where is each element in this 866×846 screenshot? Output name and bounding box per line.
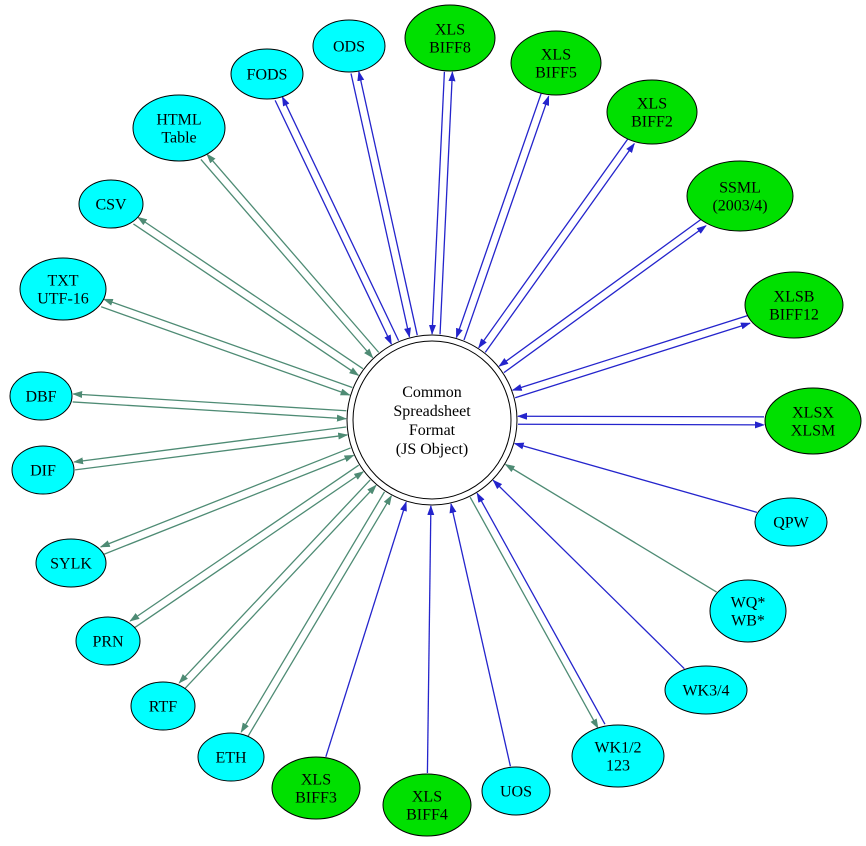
edge-read-sylk [103,454,355,555]
node-uos [481,766,551,816]
node-label-dif: DIF [30,463,56,480]
edge-read-prn [134,471,365,629]
edge-write-dbf [72,391,347,412]
edge-write-sylk [99,447,351,548]
node-txt-utf-16 [19,257,107,321]
node-csv [78,179,144,229]
node-xls-biff3 [271,756,361,820]
node-label-qpw: QPW [773,515,809,532]
node-rtf [130,681,196,731]
edge-read-html-table [200,158,374,359]
edge-write-csv [137,216,364,370]
node-qpw [754,497,828,547]
edge-read-ssml-2003-4 [498,218,702,367]
node-label-fods: FODS [247,67,288,84]
center-inner-circle [352,340,512,500]
node-wk3-4 [664,665,748,715]
node-wq-wb [709,579,787,643]
node-xls-biff4 [382,773,472,837]
edge-read-csv [133,223,360,376]
edge-write-ods [357,70,418,336]
edge-read-xlsb-biff12 [511,314,748,391]
edge-write-xls-biff2 [484,142,635,353]
node-xls-biff5 [510,30,602,96]
edge-read-xls-biff5 [455,93,542,339]
node-wk1-2-123 [571,724,665,788]
edge-write-rtf [178,479,371,684]
edge-write-ssml-2003-4 [503,225,707,374]
node-prn [75,616,141,666]
edges-layer [72,70,765,774]
node-sylk [35,538,107,588]
node-eth [197,732,265,782]
edge-write-xls-biff5 [463,95,550,341]
node-ods [312,19,386,73]
node-ssml-2003-4 [686,160,794,232]
node-fods [230,48,304,100]
edge-read-xls-biff2 [478,138,629,349]
edge-read-uos [449,502,512,767]
edge-read-xls-biff3 [325,501,407,757]
edge-read-xls-biff4 [426,504,435,774]
node-xlsx-xlsm [764,387,862,455]
edge-read-dbf [72,401,347,422]
edge-read-fods [274,100,392,345]
edge-read-rtf [184,484,377,689]
edge-write-dif [73,426,347,465]
edge-write-xlsx-xlsm [517,421,765,429]
edge-write-wk1-2-123 [469,496,599,729]
edge-write-fods [281,96,400,341]
edge-read-wk1-2-123 [476,492,606,725]
node-label-rtf: RTF [149,699,177,716]
edge-read-xlsx-xlsm [517,412,765,420]
edge-read-ods [350,73,411,338]
node-label-wq-wb: WQ*WB* [731,595,766,630]
node-label-uos: UOS [500,784,532,801]
edge-read-wk3-4 [492,479,685,670]
node-label-wk3-4: WK3/4 [682,683,729,700]
edge-write-eth [240,491,386,733]
edge-read-qpw [513,442,758,513]
edge-write-html-table [206,153,380,353]
edge-read-wq-wb [504,463,717,593]
node-html-table [132,94,226,162]
node-label-sylk: SYLK [50,556,92,573]
edge-write-prn [129,464,360,622]
edge-read-dif [75,432,349,471]
edge-write-xls-biff8 [439,71,456,335]
edge-read-txt-utf-16 [100,306,351,396]
node-xls-biff2 [606,79,698,145]
node-xls-biff8 [404,4,496,72]
edge-read-eth [247,495,392,737]
node-dif [11,445,75,495]
node-label-ods: ODS [333,39,365,56]
edge-write-txt-utf-16 [102,298,353,389]
edge-read-xls-biff8 [428,71,446,335]
edge-write-xlsb-biff12 [514,322,751,399]
node-xlsb-biff12 [744,271,844,339]
node-dbf [9,371,73,421]
node-label-csv: CSV [95,197,127,214]
node-label-dbf: DBF [25,389,56,406]
node-label-ssml-2003-4: SSML(2003/4) [712,180,767,215]
node-label-eth: ETH [215,750,247,767]
node-label-prn: PRN [92,634,124,651]
